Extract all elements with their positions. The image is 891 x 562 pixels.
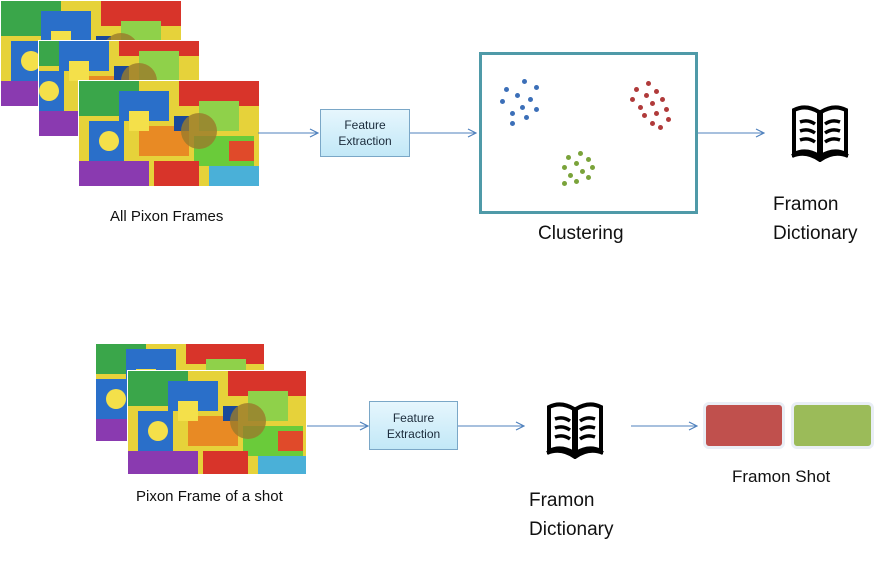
cluster-point xyxy=(574,179,579,184)
cluster-point xyxy=(630,97,635,102)
cluster-point xyxy=(642,113,647,118)
cluster-point xyxy=(586,175,591,180)
dictionary-word: Dictionary xyxy=(529,519,614,540)
pixon-frame-of-a-shot-label: Pixon Frame of a shot xyxy=(136,488,283,505)
cluster-point xyxy=(520,105,525,110)
cluster-point xyxy=(574,161,579,166)
cluster-point xyxy=(566,155,571,160)
cluster-point xyxy=(504,87,509,92)
feature-extraction-line1: Feature xyxy=(344,118,386,132)
cluster-point xyxy=(510,111,515,116)
cluster-point xyxy=(580,169,585,174)
book-icon xyxy=(545,397,605,459)
feature-extraction-line2: Extraction xyxy=(386,426,441,441)
cluster-point xyxy=(534,107,539,112)
clustering-label: Clustering xyxy=(538,223,624,244)
framon-dictionary-label-top: Framon Dictionary xyxy=(773,190,857,248)
cluster-point xyxy=(534,85,539,90)
all-pixon-frames-label: All Pixon Frames xyxy=(110,208,224,225)
feature-extraction-line1: Feature xyxy=(392,410,435,425)
cluster-point xyxy=(658,125,663,130)
cluster-point xyxy=(634,87,639,92)
cluster-point xyxy=(638,105,643,110)
cluster-point xyxy=(650,121,655,126)
cluster-point xyxy=(586,157,591,162)
cluster-point xyxy=(664,107,669,112)
dictionary-word: Dictionary xyxy=(773,223,858,244)
cluster-point xyxy=(524,115,529,120)
shot-pixon-frame-2 xyxy=(127,370,307,475)
cluster-point xyxy=(650,101,655,106)
cluster-point xyxy=(654,89,659,94)
framon-dictionary-label-bottom: Framon Dictionary xyxy=(529,486,613,544)
cluster-point xyxy=(522,79,527,84)
feature-extraction-line2: Extraction xyxy=(338,134,392,148)
cluster-point xyxy=(578,151,583,156)
cluster-point xyxy=(510,121,515,126)
framon-word: Framon xyxy=(529,490,595,511)
cluster-point xyxy=(528,97,533,102)
cluster-point xyxy=(590,165,595,170)
cluster-point xyxy=(646,81,651,86)
framon-word: Framon xyxy=(773,194,839,215)
feature-extraction-box-top: Feature Extraction xyxy=(320,109,410,157)
framon-shot-red xyxy=(703,402,785,449)
cluster-point xyxy=(515,93,520,98)
cluster-point xyxy=(562,181,567,186)
cluster-point xyxy=(644,93,649,98)
cluster-point xyxy=(568,173,573,178)
cluster-point xyxy=(500,99,505,104)
cluster-point xyxy=(660,97,665,102)
clustering-box xyxy=(479,52,698,214)
framon-shot-green xyxy=(791,402,874,449)
feature-extraction-box-bottom: Feature Extraction xyxy=(369,401,458,450)
cluster-point xyxy=(654,111,659,116)
cluster-point xyxy=(666,117,671,122)
book-icon xyxy=(790,100,850,162)
pixon-frame-3 xyxy=(78,80,260,187)
framon-shot-label: Framon Shot xyxy=(732,467,831,486)
cluster-point xyxy=(562,165,567,170)
